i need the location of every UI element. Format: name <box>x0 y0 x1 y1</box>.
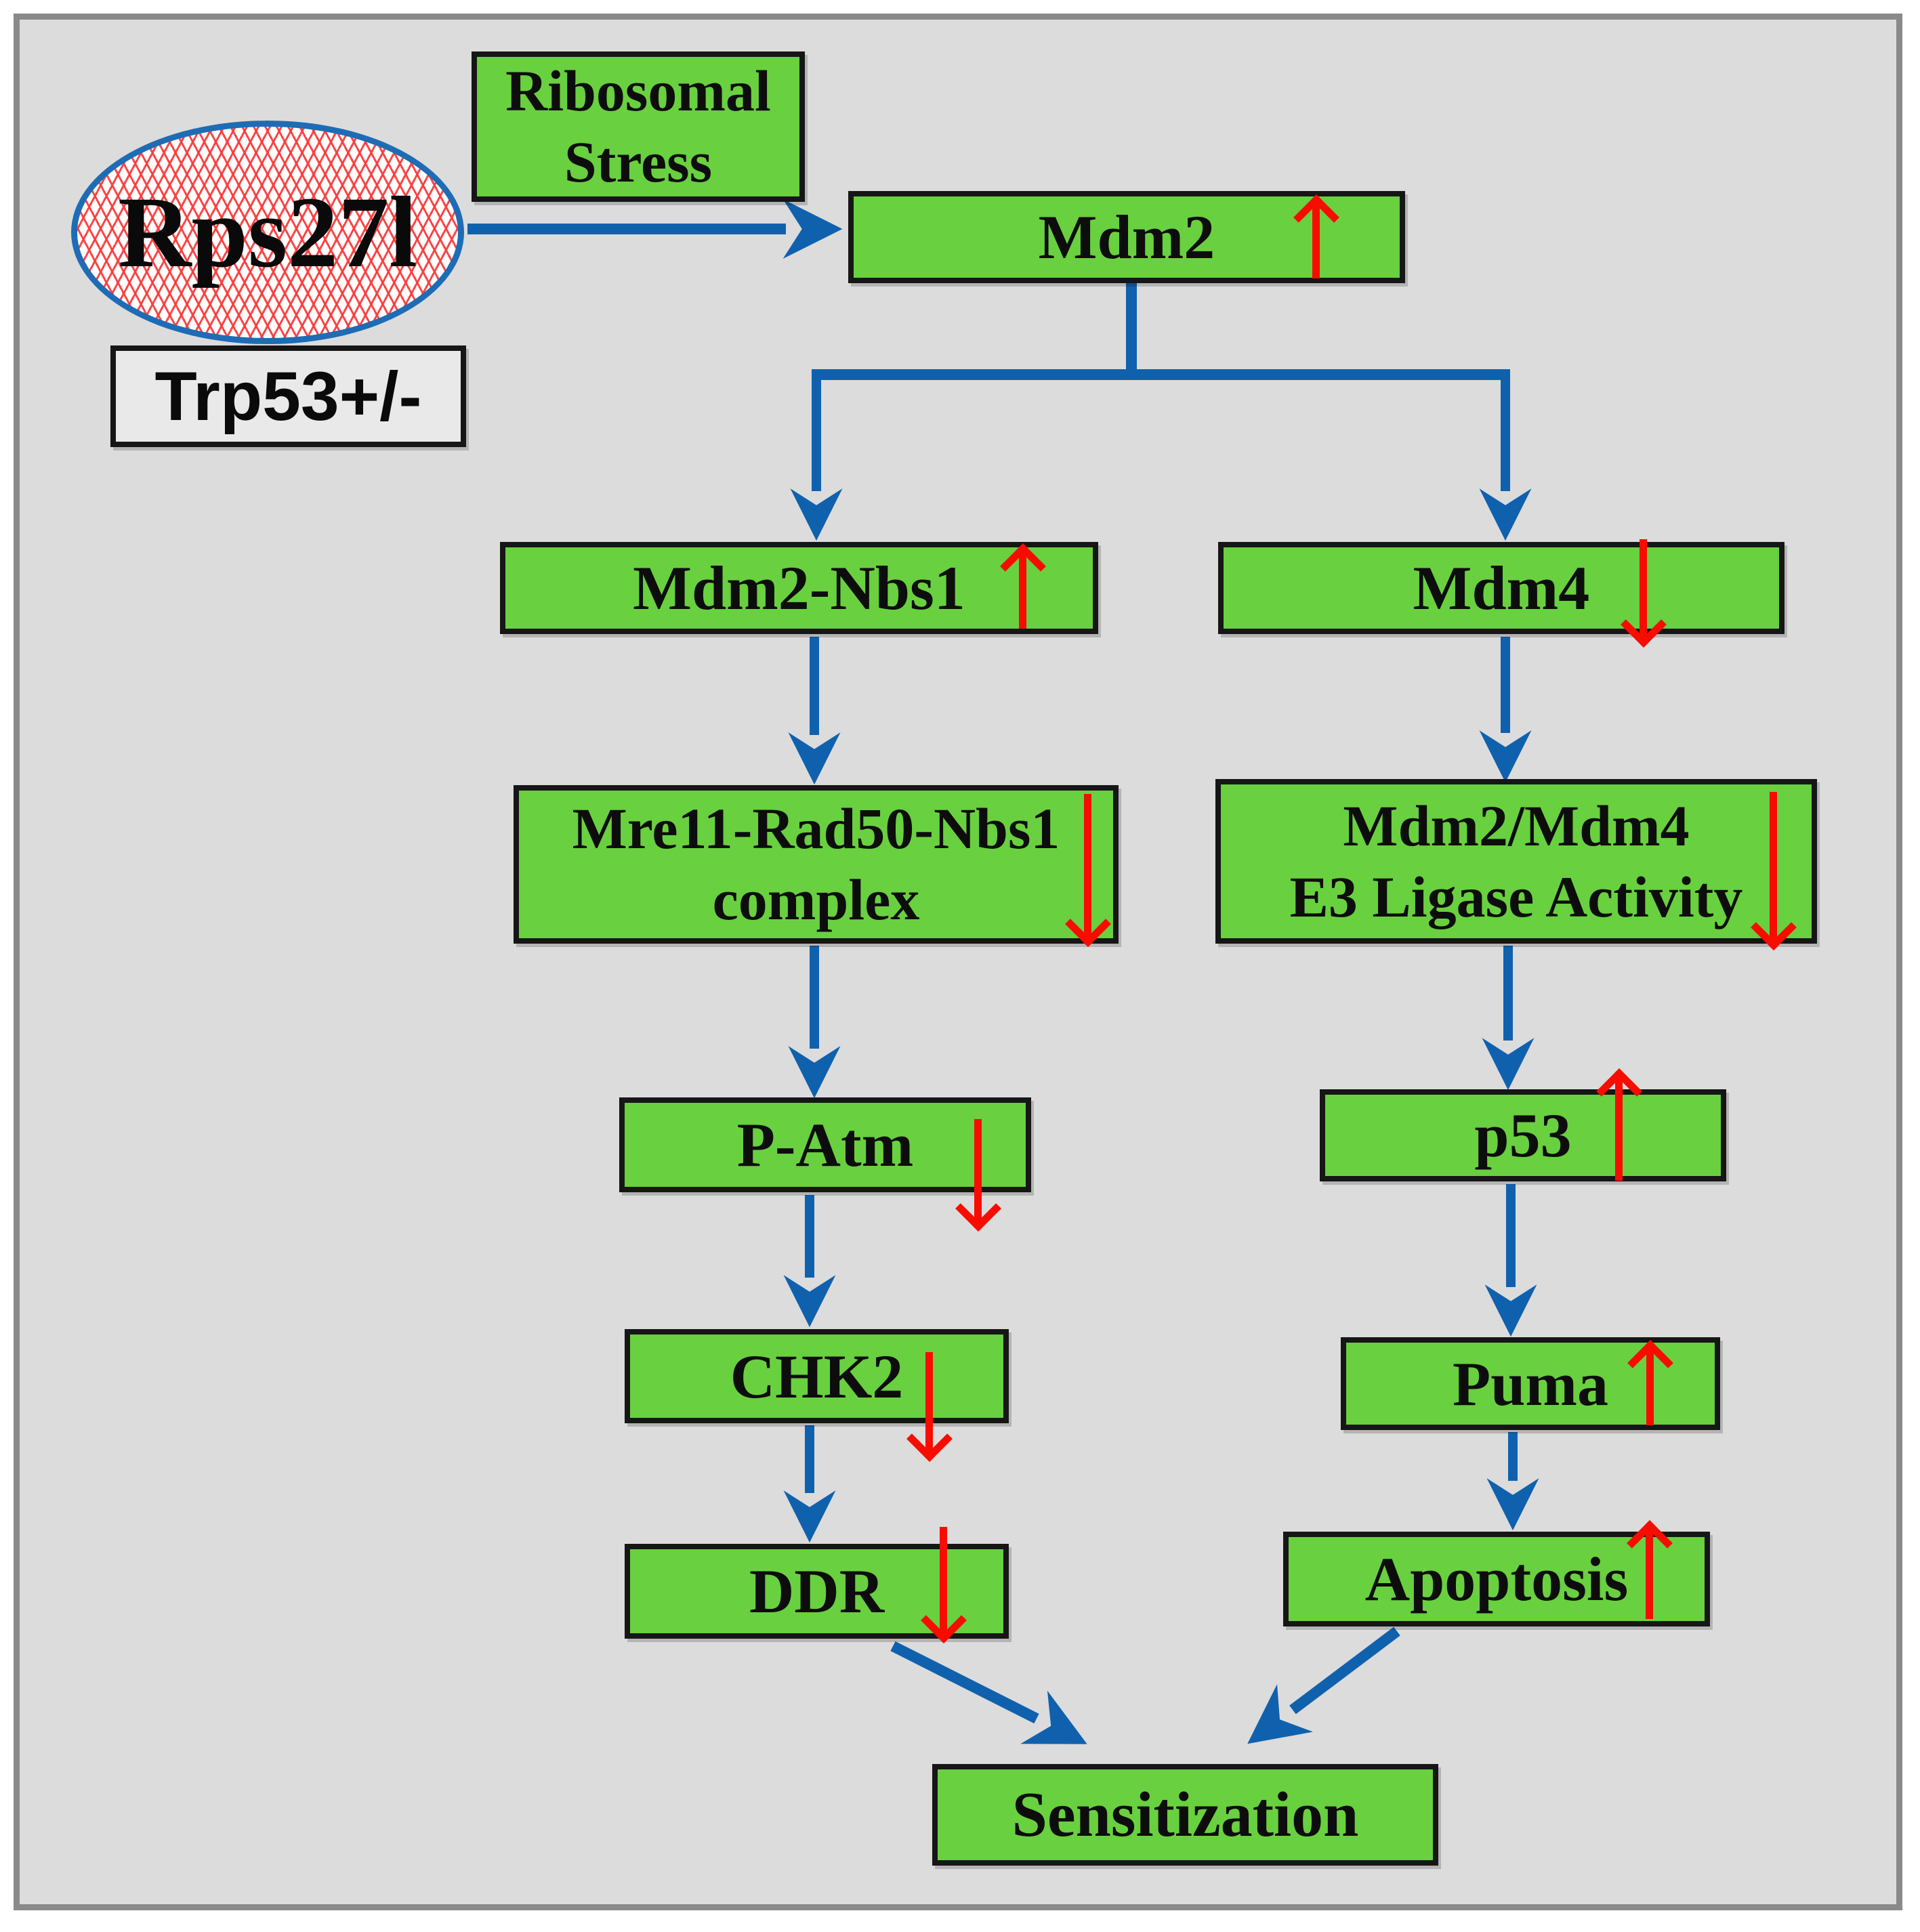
up-arrow-icon <box>1623 1520 1677 1622</box>
down-arrow-icon <box>951 1116 1005 1232</box>
mdm2-nbs1-label: Mdm2-Nbs1 <box>633 553 965 623</box>
arrow-head <box>1596 1068 1642 1114</box>
arrow-head <box>1751 904 1797 950</box>
trp53-genotype-box: Trp53+/- <box>110 345 466 447</box>
arrow-head <box>1627 1340 1673 1386</box>
ddr-label: DDR <box>749 1557 885 1626</box>
up-arrow-icon <box>996 543 1050 631</box>
arrow-stem <box>1312 203 1320 278</box>
ribosomal-stress-line2: Stress <box>564 129 713 194</box>
arrow-head <box>955 1185 1001 1232</box>
node-ribosomal-stress: Ribosomal Stress <box>472 51 805 202</box>
node-sensitization: Sensitization <box>932 1764 1438 1866</box>
mdm2-label: Mdm2 <box>1038 203 1215 272</box>
down-arrow-icon <box>902 1349 957 1462</box>
sensitization-label: Sensitization <box>1011 1780 1359 1850</box>
ribosomal-stress-line1: Ribosomal <box>505 58 771 124</box>
down-arrow-icon <box>1616 537 1671 648</box>
mrn-line1: Mre11-Rad50-Nbs1 <box>572 796 1060 862</box>
arrow-head <box>1293 194 1339 240</box>
puma-label: Puma <box>1453 1349 1608 1419</box>
rps27l-ellipse: Rps27l <box>71 121 464 344</box>
connector-apoptosis-to-sensitization <box>1247 1626 1400 1744</box>
node-puma: Puma <box>1341 1337 1720 1430</box>
node-mdm2-mdm4-e3-ligase: Mdm2/Mdm4 E3 Ligase Activity <box>1215 779 1817 944</box>
arrow-stem <box>1770 792 1777 942</box>
node-apoptosis: Apoptosis <box>1283 1532 1710 1626</box>
up-arrow-icon <box>1592 1068 1646 1183</box>
trp53-label: Trp53+/- <box>154 357 422 435</box>
arrow-head <box>1065 901 1111 947</box>
arrow-stem <box>940 1527 947 1635</box>
arrow-head <box>1627 1520 1673 1566</box>
node-mre11-rad50-nbs1-complex: Mre11-Rad50-Nbs1 complex <box>514 785 1119 944</box>
down-arrow-icon <box>1061 791 1115 947</box>
mrn-line2: complex <box>712 867 920 932</box>
arrow-head <box>921 1597 967 1643</box>
node-mdm4: Mdm4 <box>1218 542 1785 634</box>
arrow-stem <box>1640 539 1647 639</box>
down-arrow-icon <box>917 1524 971 1643</box>
arrow-stem <box>1019 551 1026 629</box>
p-atm-label: P-Atm <box>736 1110 914 1179</box>
node-chk2: CHK2 <box>625 1329 1009 1423</box>
p53-label: p53 <box>1474 1101 1572 1170</box>
node-p53: p53 <box>1320 1089 1726 1181</box>
arrow-stem <box>1615 1076 1623 1181</box>
arrow-head <box>906 1416 953 1462</box>
up-arrow-icon <box>1289 194 1343 281</box>
connector-ddr-to-sensitization <box>890 1641 1087 1744</box>
arrow-stem <box>1084 794 1091 939</box>
apoptosis-label: Apoptosis <box>1364 1545 1629 1614</box>
e3-line1: Mdm2/Mdm4 <box>1343 793 1690 858</box>
rps27l-label: Rps27l <box>118 176 417 289</box>
mdm4-label: Mdm4 <box>1413 553 1590 623</box>
arrow-stem <box>1646 1528 1653 1619</box>
arrow-head <box>1621 602 1667 648</box>
arrow-stem <box>974 1119 982 1223</box>
arrow-head <box>1000 543 1046 589</box>
e3-line2: E3 Ligase Activity <box>1289 864 1743 929</box>
up-arrow-icon <box>1623 1340 1677 1428</box>
chk2-label: CHK2 <box>730 1341 904 1411</box>
arrow-stem <box>1646 1348 1654 1425</box>
down-arrow-icon <box>1747 789 1801 950</box>
node-mdm2-nbs1: Mdm2-Nbs1 <box>500 542 1098 634</box>
node-p-atm: P-Atm <box>619 1097 1031 1192</box>
arrow-stem <box>925 1352 933 1454</box>
